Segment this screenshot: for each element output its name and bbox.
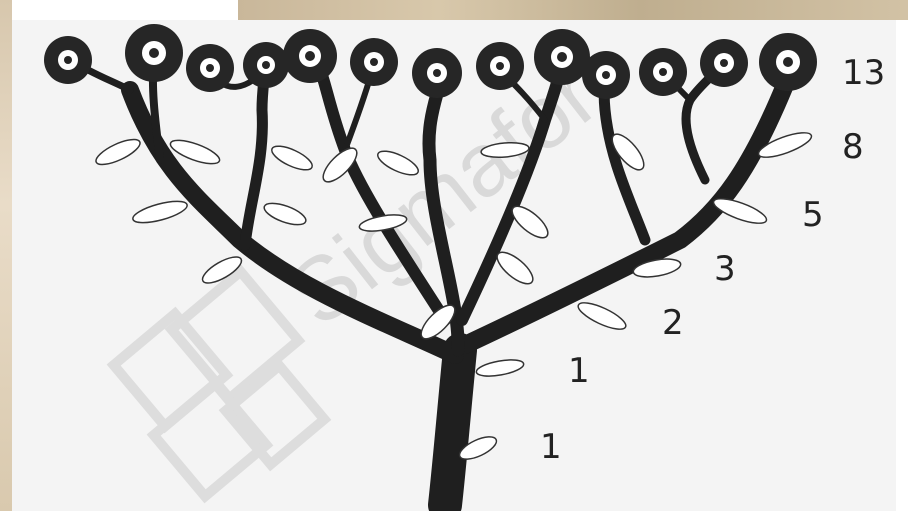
watermark-logo [114, 272, 325, 497]
branch-left-inner [245, 65, 265, 245]
flower [243, 42, 289, 88]
leaf [507, 201, 552, 243]
level-label-2: 2 [662, 306, 684, 340]
flower [534, 29, 590, 85]
flower [350, 38, 398, 86]
leaf [131, 197, 189, 227]
level-label-1-lower: 1 [540, 430, 562, 464]
flower [186, 44, 234, 92]
level-label-5: 5 [802, 198, 824, 232]
flower [125, 24, 183, 82]
trunk [445, 350, 460, 505]
flower [44, 36, 92, 84]
flower [283, 29, 337, 83]
level-label-3: 3 [714, 252, 736, 286]
leaf [93, 135, 143, 170]
level-label-8: 8 [842, 130, 864, 164]
level-label-13: 13 [842, 56, 885, 90]
leaf [575, 298, 629, 334]
flower [476, 42, 524, 90]
leaf [492, 247, 537, 289]
leaf [262, 199, 309, 229]
flower [582, 51, 630, 99]
level-label-1-upper: 1 [568, 354, 590, 388]
flower [639, 48, 687, 96]
flower [759, 33, 817, 91]
flower [700, 39, 748, 87]
leaf [475, 357, 525, 379]
leaf [269, 141, 316, 174]
flower [412, 48, 462, 98]
tree-branches [70, 50, 785, 505]
